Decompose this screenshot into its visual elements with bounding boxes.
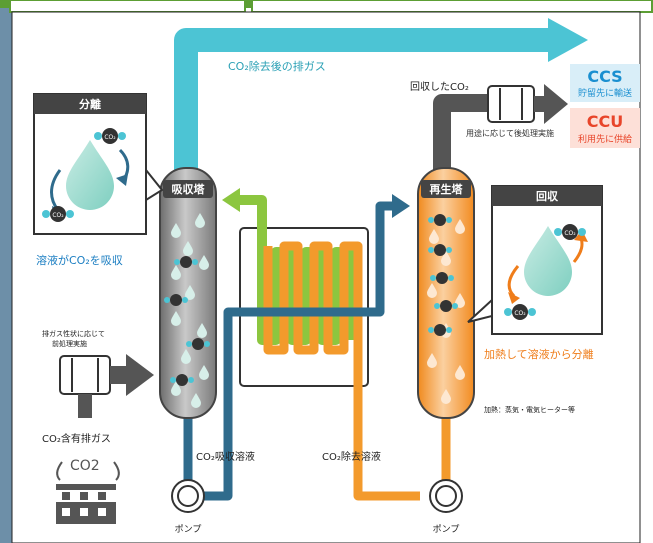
recovery-drop — [524, 226, 572, 296]
post-treatment-label: 用途に応じて後処理実施 — [466, 128, 554, 138]
droplet-icon — [195, 213, 205, 228]
co2-molecule-icon — [164, 294, 188, 306]
droplet-icon — [185, 285, 195, 300]
droplet-icon — [427, 283, 437, 298]
left-photo-strip — [0, 0, 12, 543]
exhaust-label: CO₂除去後の排ガス — [228, 59, 326, 73]
pump-right-icon — [429, 479, 463, 513]
recovered-label: 回収したCO₂ — [410, 81, 469, 93]
co2-molecule-icon — [174, 256, 198, 268]
separation-drop — [66, 140, 114, 210]
droplet-icon — [455, 293, 465, 308]
co2-molecule-icon — [428, 244, 452, 256]
ccu-title: CCU — [587, 112, 623, 131]
droplet-icon — [455, 365, 465, 380]
blue-arrow — [392, 194, 410, 218]
post-treatment-unit — [487, 85, 535, 123]
co2-molecule-icon: CO₂ — [94, 128, 126, 144]
regenerator-drops — [427, 214, 465, 404]
pump-left-icon — [171, 479, 205, 513]
droplet-icon — [183, 241, 193, 256]
svg-text:CO₂: CO₂ — [104, 134, 116, 141]
factory-co2-text: CO2 — [70, 458, 100, 474]
droplet-icon — [199, 365, 209, 380]
regenerator-title: 再生塔 — [430, 182, 464, 196]
heat-caption: 加熱して溶液から分離 — [484, 347, 594, 361]
droplet-icon — [441, 251, 451, 266]
droplet-icon — [455, 219, 465, 234]
recovered-arrow — [544, 84, 568, 124]
regenerator-tower — [417, 167, 475, 419]
exhaust-pipe — [174, 28, 560, 175]
co2-gas-label: CO₂含有排ガス — [42, 432, 111, 445]
separation-title: 分離 — [79, 97, 101, 111]
co2-molecule-icon — [170, 374, 194, 386]
recovery-title: 回収 — [536, 189, 559, 203]
co2-molecule-icon: CO₂ — [42, 206, 74, 222]
co2-molecule-icon — [428, 214, 452, 226]
pretreat-note-1: 排ガス性状に応じて — [42, 329, 105, 338]
co2-molecule-icon — [430, 272, 454, 284]
pump-left-label: ポンプ — [175, 524, 202, 535]
droplet-icon — [171, 381, 181, 396]
co2-molecule-icon: CO₂ — [504, 304, 536, 320]
ccu-box — [570, 108, 640, 148]
droplet-icon — [197, 323, 207, 338]
svg-text:CO₂: CO₂ — [52, 212, 64, 219]
pump-right-label: ポンプ — [433, 524, 460, 535]
exhaust-arrow — [548, 18, 588, 62]
co2-molecule-icon: CO₂ — [554, 224, 586, 240]
svg-text:CO₂: CO₂ — [564, 230, 576, 237]
droplet-icon — [171, 311, 181, 326]
gas-in-arrow — [126, 354, 154, 396]
regenerator-title-bg — [421, 180, 471, 198]
ccs-subtitle: 貯留先に輸送 — [578, 87, 632, 99]
droplet-icon — [171, 265, 181, 280]
absorb-caption: 溶液がCO₂を吸収 — [36, 253, 123, 267]
co2-molecule-icon — [434, 300, 458, 312]
absorber-title: 吸収塔 — [172, 182, 206, 196]
heating-note: 加熱：蒸気・電気ヒーター等 — [484, 405, 575, 414]
droplet-icon — [199, 255, 209, 270]
pretreat-note-2: 前処理実施 — [52, 339, 87, 348]
stripped-solution-label: CO₂除去溶液 — [322, 450, 381, 463]
absorber-drops — [164, 213, 210, 408]
droplet-icon — [427, 353, 437, 368]
droplet-icon — [171, 223, 181, 238]
pretreatment-unit — [59, 355, 111, 395]
ccs-box — [570, 64, 640, 102]
svg-text:CO₂: CO₂ — [514, 310, 526, 317]
droplet-icon — [441, 389, 451, 404]
droplet-icon — [429, 229, 439, 244]
ccs-title: CCS — [587, 67, 622, 86]
droplet-icon — [181, 349, 191, 364]
green-arrow — [222, 188, 240, 212]
absorber-title-bg — [163, 180, 213, 198]
co2-molecule-icon — [186, 338, 210, 350]
co2-molecule-icon — [428, 324, 452, 336]
ccu-subtitle: 利用先に供給 — [578, 133, 632, 145]
absorb-solution-label: CO₂吸収溶液 — [196, 450, 255, 463]
droplet-icon — [191, 393, 201, 408]
